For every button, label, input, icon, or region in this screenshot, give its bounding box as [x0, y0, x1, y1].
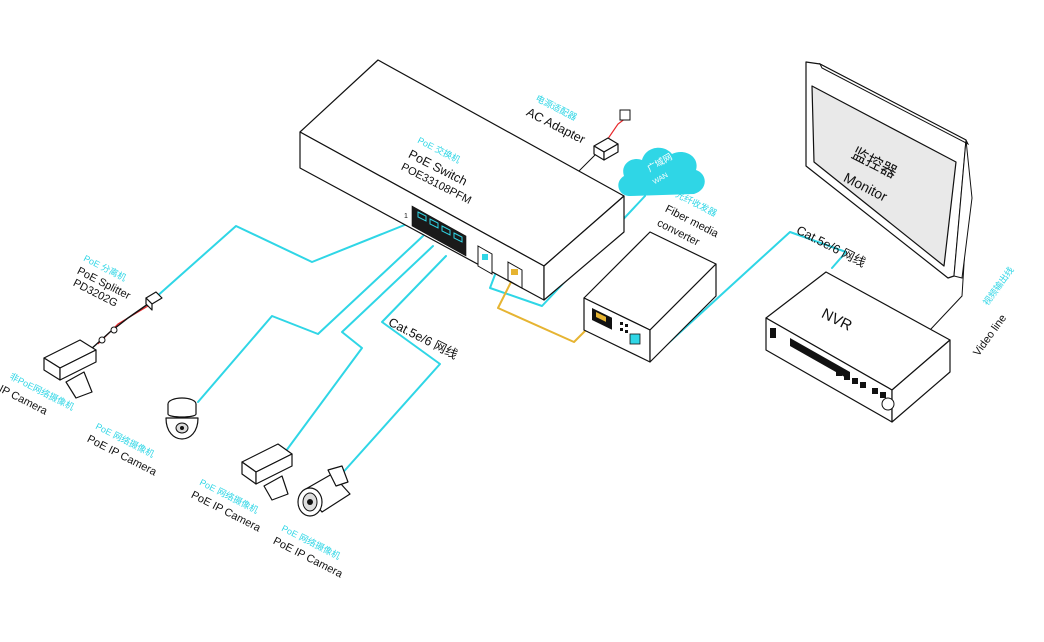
monitor	[805, 61, 973, 279]
wan-cloud	[618, 147, 705, 196]
ip-camera-box-2	[241, 443, 293, 501]
cable-splitter	[154, 221, 413, 299]
fiber-media-converter	[583, 231, 717, 363]
converter-rj45-port	[629, 333, 641, 345]
port-number-label: 1	[404, 213, 408, 220]
nvr-power-button	[770, 328, 776, 338]
power-plug	[619, 109, 631, 121]
cable-bullet-camera	[337, 255, 447, 479]
ac-adapter	[593, 109, 631, 161]
cable-box-camera	[282, 245, 434, 456]
nvr-disk-slot	[790, 338, 850, 380]
ip-camera-box-1	[43, 339, 97, 399]
splitter-power-cord	[97, 305, 149, 345]
nvr	[765, 271, 951, 423]
ip-bullet-camera	[297, 465, 351, 517]
splitter-data-cord	[89, 303, 149, 351]
poe-splitter	[98, 291, 163, 344]
poe-switch	[299, 59, 625, 301]
ptz-speed-dome-camera	[165, 397, 199, 440]
cable-speed-dome	[197, 235, 424, 403]
